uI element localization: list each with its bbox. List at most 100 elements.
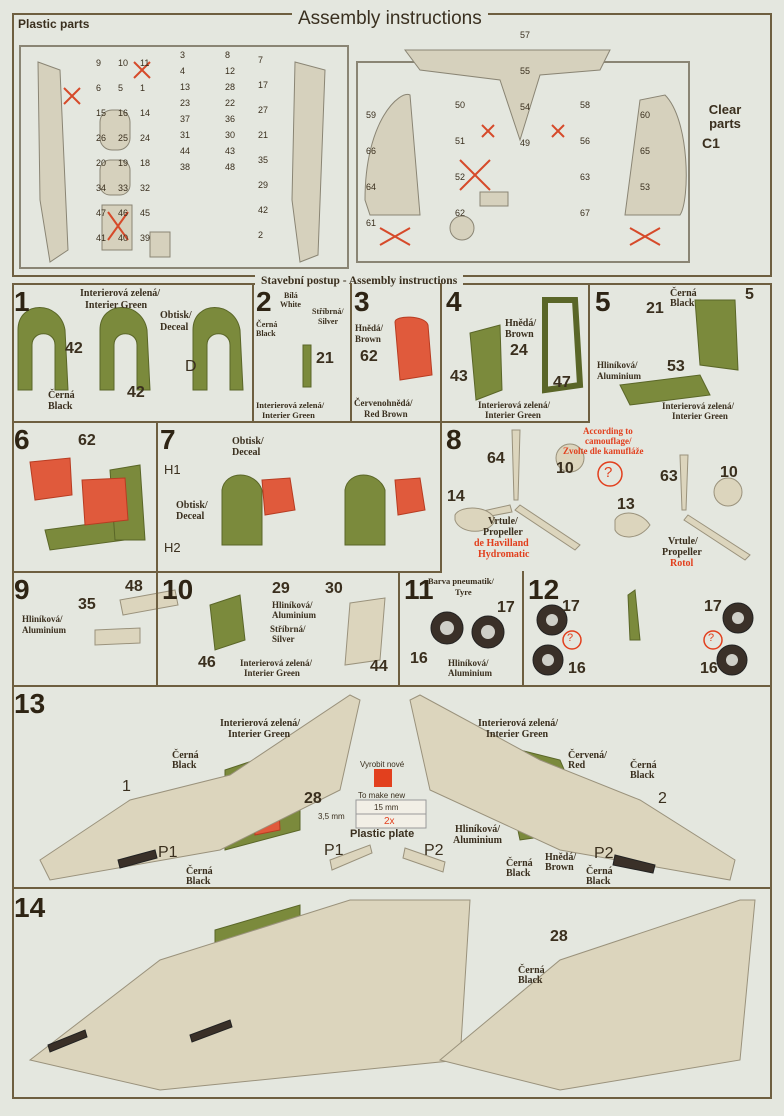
- label: Hliníková/: [455, 824, 501, 835]
- sprue-part-number: 37: [180, 114, 191, 124]
- sprue-part-number: 49: [520, 138, 531, 148]
- label: Interierová zelená/: [256, 400, 325, 410]
- sprue-part-number: 16: [118, 108, 129, 118]
- label: White: [280, 300, 301, 309]
- label: Brown: [545, 862, 574, 873]
- part-number: 64: [487, 450, 505, 467]
- sprue-part-number: 28: [225, 82, 236, 92]
- sprue-part-number: 44: [180, 146, 191, 156]
- label: Black: [586, 876, 611, 887]
- sprue-part-number: 22: [225, 98, 236, 108]
- clear-part-c1: C1: [702, 135, 720, 151]
- part-number: 42: [127, 384, 145, 401]
- label: Obtisk/: [160, 310, 192, 321]
- label: Tyre: [455, 587, 472, 597]
- label: Black: [256, 329, 276, 338]
- sprue-part-number: 32: [140, 183, 151, 193]
- part-number: 24: [510, 342, 528, 359]
- question-mark-icon: ?: [604, 464, 613, 481]
- sprue-part-number: 33: [118, 183, 129, 193]
- sprue-part-number: 57: [520, 30, 531, 40]
- part-number: 44: [370, 658, 388, 675]
- sprue-part-number: 20: [96, 158, 107, 168]
- label: Brown: [355, 334, 381, 344]
- part-number: 62: [360, 348, 378, 365]
- sprue-part-number: 17: [258, 80, 269, 90]
- label: Black: [48, 401, 73, 412]
- sprue-part-number: 67: [580, 208, 591, 218]
- label: camouflage/: [585, 436, 632, 446]
- panel-step-13: [12, 685, 772, 889]
- plastic-parts-label: Plastic parts: [18, 17, 90, 31]
- sprue-part-number: 35: [258, 155, 269, 165]
- part-number: 62: [78, 432, 96, 449]
- label: Red: [568, 760, 586, 771]
- label: Stříbrná/: [312, 307, 344, 316]
- label: Interier Green: [244, 668, 300, 678]
- label: Aluminium: [597, 371, 642, 381]
- step-number-8: 8: [446, 424, 462, 455]
- label: Hliníková/: [448, 658, 489, 668]
- sprue-part-number: 21: [258, 130, 269, 140]
- sprue-part-number: 60: [640, 110, 651, 120]
- label: Deceal: [232, 447, 261, 458]
- sprue-part-number: 45: [140, 208, 151, 218]
- label: Černá: [48, 390, 75, 401]
- label: Black: [506, 868, 531, 879]
- part-number: D: [185, 358, 197, 375]
- label: Interier Green: [486, 729, 549, 740]
- part-number: 48: [125, 578, 143, 595]
- step-number-13: 13: [14, 688, 46, 719]
- label: Černá: [172, 750, 199, 761]
- sprue-part-number: 58: [580, 100, 591, 110]
- step-number-6: 6: [14, 424, 30, 455]
- step-number-1: 1: [14, 286, 30, 317]
- panel-step-11: [398, 571, 524, 687]
- step-number-12: 12: [528, 574, 560, 605]
- label: Interierová zelená/: [478, 718, 559, 729]
- sprue-part-number: 51: [455, 136, 466, 146]
- step-number-2: 2: [256, 286, 272, 317]
- sprue-part-number: 15: [96, 108, 107, 118]
- label: Black: [518, 975, 543, 986]
- label: Stříbrná/: [270, 624, 306, 634]
- part-number: P1: [158, 844, 178, 861]
- panel-step-10: [156, 571, 400, 687]
- step-number-11: 11: [404, 574, 434, 605]
- label: Červená/: [568, 750, 607, 761]
- panel-step-3: [350, 283, 442, 423]
- part-number: 13: [617, 496, 635, 513]
- part-number: 21: [316, 350, 334, 367]
- label: Červenohnědá/: [354, 398, 413, 408]
- part-number: 43: [450, 368, 468, 385]
- step-number-10: 10: [162, 574, 194, 605]
- sprue-part-number: 39: [140, 233, 151, 243]
- label: Interier Green: [228, 729, 291, 740]
- part-number: P2: [424, 842, 444, 859]
- sprue-part-number: 41: [96, 233, 107, 243]
- label: Aluminium: [453, 835, 502, 846]
- part-number: 5: [745, 286, 754, 303]
- sprue-part-number: 55: [520, 66, 531, 76]
- label: Hydromatic: [478, 549, 530, 560]
- sprue-part-number: 23: [180, 98, 191, 108]
- part-number: 2: [658, 790, 667, 807]
- label: 15 mm: [374, 803, 399, 812]
- sprue-part-number: 38: [180, 162, 191, 172]
- sprue-part-number: 62: [455, 208, 466, 218]
- label: Černá: [186, 866, 213, 877]
- part-number: 17: [497, 599, 515, 616]
- label: Deceal: [160, 322, 189, 333]
- panel-step-1: [12, 283, 254, 423]
- label: Černá: [518, 965, 545, 976]
- label: Interier Green: [262, 410, 315, 420]
- part-number: 16: [568, 660, 586, 677]
- part-number: H2: [164, 540, 181, 555]
- label: Hnědá/: [545, 852, 577, 863]
- panel-step-4: [440, 283, 590, 423]
- sprue-part-number: 8: [225, 50, 231, 60]
- label: Silver: [318, 317, 338, 326]
- sprue-part-number: 4: [180, 66, 186, 76]
- label: Rotol: [670, 558, 694, 569]
